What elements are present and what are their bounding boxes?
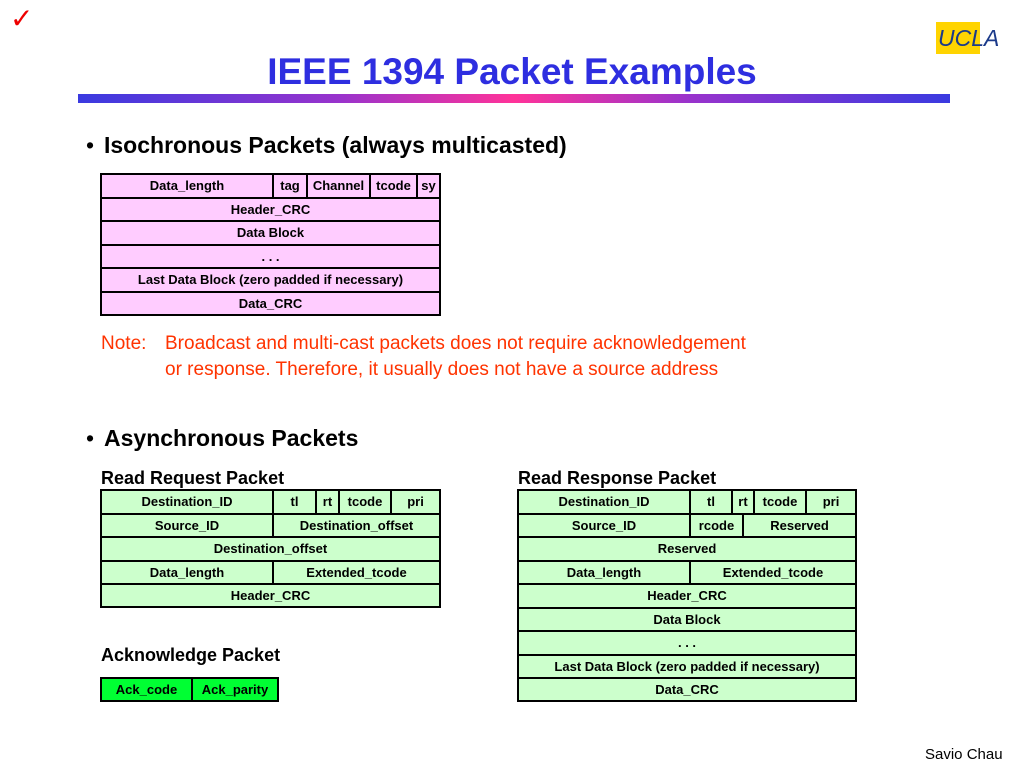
field-data-length: Data_length	[149, 564, 225, 580]
packet-row: Destination_ID tl rt tcode pri	[519, 491, 855, 513]
field-data-crc: Data_CRC	[238, 295, 303, 311]
packet-row: Data_CRC	[519, 677, 855, 701]
field-last-data-block: Last Data Block (zero padded if necessar…	[137, 272, 404, 288]
field-destination-offset: Destination_offset	[213, 541, 328, 557]
packet-row: . . .	[102, 243, 439, 268]
field-rt: rt	[731, 491, 753, 513]
field-data-block: Data Block	[236, 225, 305, 241]
packet-row: . . .	[519, 630, 855, 654]
packet-row: Source_ID rcode Reserved	[519, 512, 855, 536]
field-ack-code: Ack_code	[115, 682, 178, 698]
bullet-isochronous-text: Isochronous Packets (always multicasted)	[104, 132, 567, 158]
slide-title: IEEE 1394 Packet Examples	[267, 51, 757, 92]
packet-row: Data Block	[519, 606, 855, 631]
field-rt: rt	[315, 491, 338, 513]
packet-row: Data_length Extended_tcode	[102, 559, 439, 583]
field-source-id: Source_ID	[154, 517, 220, 533]
field-channel: Channel	[306, 175, 369, 197]
field-reserved: Reserved	[742, 514, 855, 536]
bullet-dot-icon: •	[86, 132, 95, 158]
packet-row: Header_CRC	[519, 583, 855, 607]
bullet-dot-icon: •	[86, 425, 95, 451]
note: Note: Broadcast and multi-cast packets d…	[101, 331, 901, 383]
field-reserved: Reserved	[657, 541, 717, 557]
bullet-asynchronous: • Asynchronous Packets	[86, 424, 358, 452]
isochronous-packet: Data_length tag Channel tcode sy Header_…	[100, 173, 441, 316]
acknowledge-packet: Ack_code Ack_parity	[100, 677, 279, 702]
note-text: Broadcast and multi-cast packets does no…	[165, 331, 885, 383]
field-destination-id: Destination_ID	[558, 494, 650, 510]
field-tcode: tcode	[753, 491, 805, 513]
field-pri: pri	[805, 491, 855, 513]
field-tcode: tcode	[369, 175, 416, 197]
title-underline	[78, 94, 950, 103]
ucla-logo: UCLA	[936, 22, 999, 54]
packet-row: Data Block	[102, 220, 439, 244]
packet-row: Data_length Extended_tcode	[519, 559, 855, 583]
read-response-packet: Destination_ID tl rt tcode pri Source_ID…	[517, 489, 857, 702]
field-data-length: Data_length	[149, 178, 225, 194]
acknowledge-label: Acknowledge Packet	[101, 645, 281, 665]
packet-row: Destination_ID tl rt tcode pri	[102, 491, 439, 513]
field-rcode: rcode	[689, 514, 742, 536]
field-header-crc: Header_CRC	[230, 588, 311, 604]
field-tl: tl	[689, 491, 731, 513]
packet-row: Destination_offset	[102, 536, 439, 560]
field-ack-parity: Ack_parity	[191, 679, 277, 701]
field-destination-offset: Destination_offset	[272, 514, 439, 536]
author-footer: Savio Chau	[925, 746, 1003, 763]
bullet-isochronous: • Isochronous Packets (always multicasted…	[86, 131, 567, 159]
field-ellipsis: . . .	[261, 248, 280, 264]
note-line-1: Broadcast and multi-cast packets does no…	[165, 333, 746, 354]
field-header-crc: Header_CRC	[647, 588, 727, 604]
field-extended-tcode: Extended_tcode	[272, 561, 439, 583]
read-request-packet: Destination_ID tl rt tcode pri Source_ID…	[100, 489, 441, 608]
field-last-data-block: Last Data Block (zero padded if necessar…	[554, 658, 820, 674]
field-ellipsis: . . .	[677, 635, 697, 651]
packet-row: Reserved	[519, 536, 855, 560]
field-data-block: Data Block	[653, 611, 721, 627]
field-data-length: Data_length	[566, 564, 642, 580]
read-response-label: Read Response Packet	[518, 468, 717, 488]
field-pri: pri	[390, 491, 439, 513]
packet-row: Last Data Block (zero padded if necessar…	[519, 653, 855, 678]
field-tl: tl	[272, 491, 315, 513]
field-data-crc: Data_CRC	[655, 682, 719, 698]
packet-row: Header_CRC	[102, 583, 439, 607]
packet-row: Data_length tag Channel tcode sy	[102, 175, 439, 197]
note-label: Note:	[101, 333, 147, 354]
field-source-id: Source_ID	[571, 517, 637, 533]
field-destination-id: Destination_ID	[141, 494, 233, 510]
bullet-asynchronous-text: Asynchronous Packets	[104, 425, 359, 451]
packet-row: Last Data Block (zero padded if necessar…	[102, 267, 439, 291]
note-line-2: or response. Therefore, it usually does …	[165, 359, 719, 380]
field-tcode: tcode	[338, 491, 390, 513]
packet-row: Source_ID Destination_offset	[102, 512, 439, 536]
packet-row: Data_CRC	[102, 290, 439, 315]
field-extended-tcode: Extended_tcode	[689, 561, 855, 583]
field-header-crc: Header_CRC	[230, 201, 311, 217]
field-tag: tag	[272, 175, 306, 197]
checkmark-icon: ✓	[10, 2, 34, 35]
packet-row: Header_CRC	[102, 196, 439, 221]
packet-row: Ack_code Ack_parity	[102, 679, 277, 701]
read-request-label: Read Request Packet	[101, 468, 285, 488]
field-sy: sy	[416, 175, 439, 197]
